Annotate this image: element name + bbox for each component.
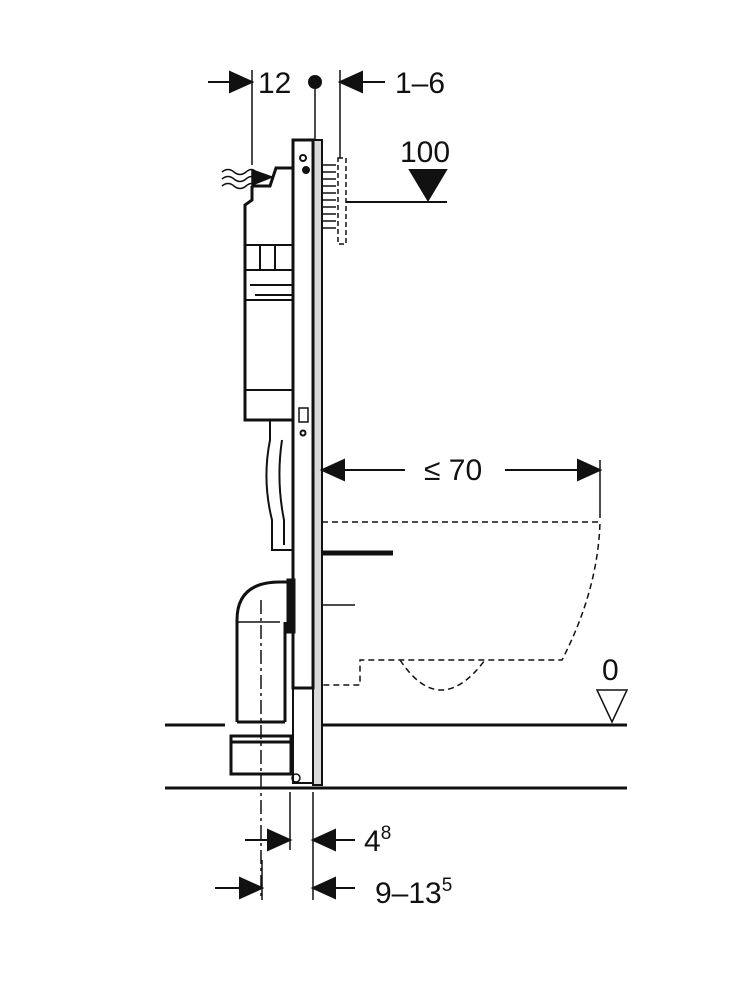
dimension-top <box>208 70 385 165</box>
floor-level-label: 0 <box>602 654 619 687</box>
cistern <box>243 157 347 551</box>
toilet-outline <box>322 521 601 691</box>
air-wave-icon <box>221 168 275 190</box>
wall-insulation <box>322 157 347 245</box>
drain-elbow <box>229 578 296 900</box>
dimension-1-6-label: 1–6 <box>395 67 445 100</box>
dimension-12-label: 12 <box>258 67 291 100</box>
dimension-9-13-label: 9–135 <box>375 875 452 910</box>
floor-level-icon <box>595 689 629 724</box>
dimension-bottom <box>215 792 355 900</box>
dimension-100-label: 100 <box>400 136 450 169</box>
installation-frame <box>291 138 323 786</box>
dimension-depth <box>319 458 603 518</box>
dimension-70-label: ≤ 70 <box>424 454 482 487</box>
floor-lines <box>165 723 627 790</box>
height-marker-icon <box>346 169 448 203</box>
dimension-4-8-label: 48 <box>364 823 391 858</box>
